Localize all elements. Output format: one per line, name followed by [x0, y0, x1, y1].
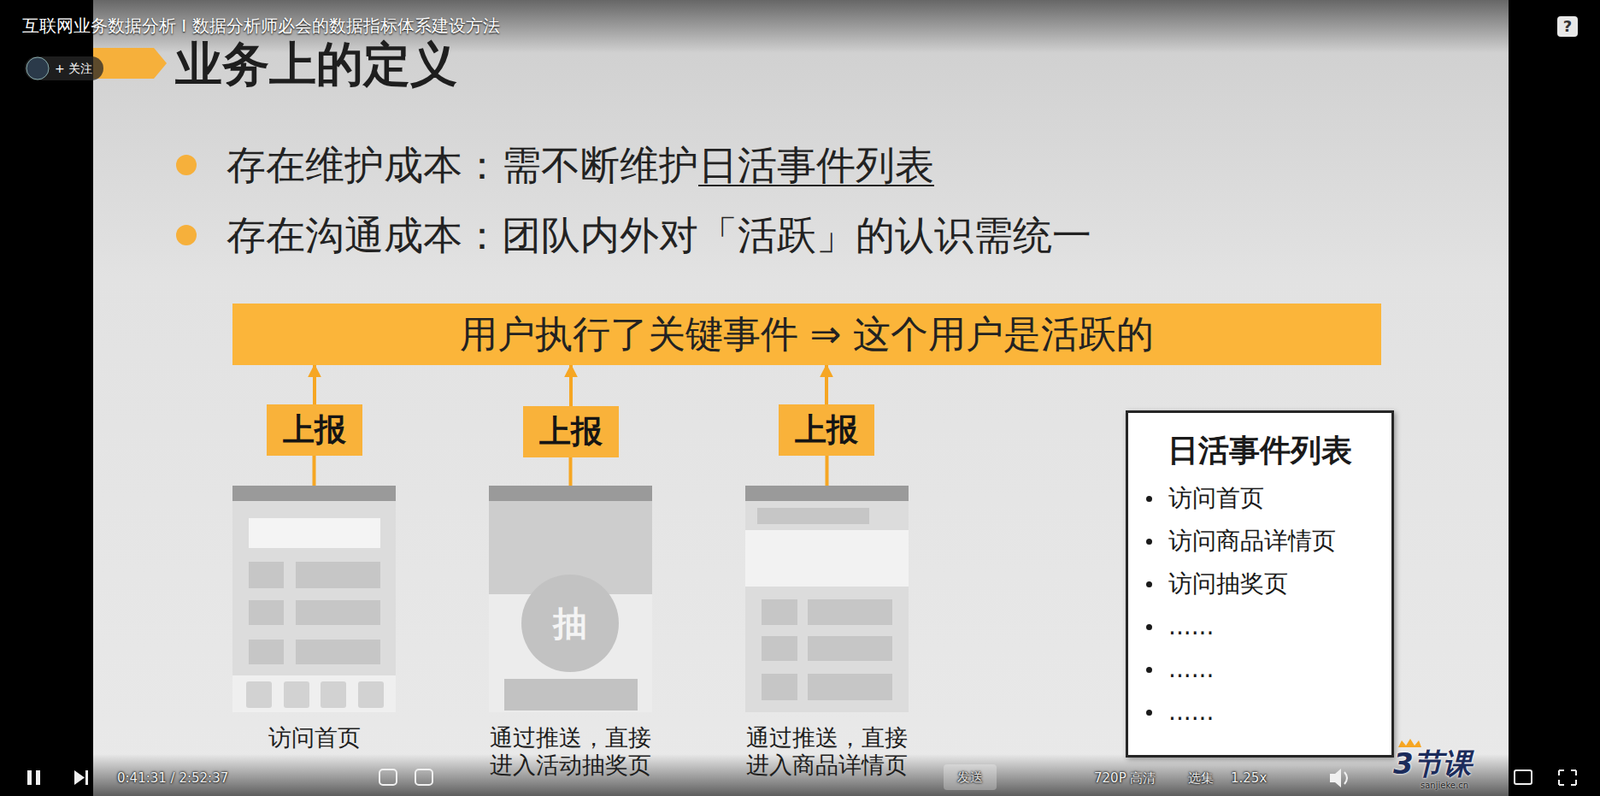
screen-caption: 通过推送，直接进入活动抽奖页: [488, 723, 652, 780]
bullet-text: 存在维护成本：需不断维护: [226, 141, 699, 189]
follow-pill: [24, 56, 104, 81]
phone-mockup: [745, 485, 909, 712]
help-mark: ?: [1557, 16, 1578, 37]
phone-screen: 通过推送，直接进入商品详情页: [745, 485, 909, 712]
brand-watermark: 3节课: [1393, 747, 1472, 780]
avatar: [26, 57, 49, 80]
tag-text: 上报: [282, 408, 347, 452]
link-line: [312, 455, 317, 486]
report-tag: 上报: [523, 405, 619, 458]
list-item: ......: [1168, 654, 1214, 684]
screen-caption: 访问首页: [232, 723, 395, 752]
video-title: 互联网业务数据分析 I 数据分析师必会的数据指标体系建设方法: [22, 15, 500, 36]
phone-mockup: [488, 485, 653, 712]
list-bullet: [1146, 709, 1153, 716]
lottery-glyph: 抽: [552, 600, 588, 648]
phone-mockup: [232, 485, 396, 712]
tag-text: 上报: [539, 410, 603, 453]
play-time: 0:41:31 / 2:52:37: [117, 770, 229, 786]
bullet-row: 存在沟通成本：团队内外对「活跃」的认识需统一: [226, 211, 1092, 259]
phone-screen: 访问首页: [232, 485, 396, 712]
phone-screen: 抽通过推送，直接进入活动抽奖页: [488, 485, 653, 712]
header-arrow: [93, 47, 167, 79]
brand-url: sanjieke.cn: [1420, 780, 1469, 791]
bullet-row: 存在维护成本：需不断维护日活事件列表: [226, 141, 935, 189]
band-text: 用户执行了关键事件 ⇒ 这个用户是活跃的: [459, 309, 1155, 360]
slide-title: 业务上的定义: [175, 37, 458, 92]
logo-crown: [1398, 738, 1422, 748]
report-arrow: [569, 364, 573, 406]
list-item: ......: [1168, 697, 1214, 727]
tag-text: 上报: [794, 408, 859, 452]
list-bullet: [1146, 538, 1153, 545]
list-item: 访问商品详情页: [1168, 526, 1336, 556]
bullet-dot: [176, 154, 197, 176]
speed-option: 1.25x: [1230, 770, 1267, 786]
report-arrow: [824, 364, 829, 405]
list-heading: 日活事件列表: [1128, 429, 1392, 472]
quality-option: 720P 高清: [1094, 770, 1156, 786]
list-item: 访问抽奖页: [1168, 569, 1289, 599]
bullet-emphasis: 日活事件列表: [698, 141, 935, 189]
event-list-box: 日活事件列表访问首页访问商品详情页访问抽奖页..................: [1125, 410, 1395, 758]
screen-caption: 通过推送，直接进入商品详情页: [745, 723, 908, 780]
episode-option: 选集: [1188, 770, 1214, 786]
follow-button: + 关注: [54, 59, 93, 77]
list-item: 访问首页: [1168, 483, 1265, 513]
bullet-dot: [176, 224, 197, 246]
link-line: [569, 457, 573, 486]
list-item: ......: [1168, 611, 1214, 642]
conclusion-band: 用户执行了关键事件 ⇒ 这个用户是活跃的: [232, 303, 1382, 365]
list-bullet: [1146, 495, 1153, 502]
report-arrow: [312, 364, 317, 405]
list-bullet: [1146, 581, 1153, 588]
bullet-text: 存在沟通成本：团队内外对「活跃」的认识需统一: [226, 211, 1092, 259]
list-bullet: [1146, 666, 1153, 673]
list-bullet: [1146, 623, 1153, 630]
link-line: [825, 455, 830, 486]
report-tag: 上报: [266, 404, 363, 456]
help-icon: [1557, 16, 1578, 37]
report-tag: 上报: [778, 404, 875, 456]
send-button: 发送: [943, 769, 997, 785]
